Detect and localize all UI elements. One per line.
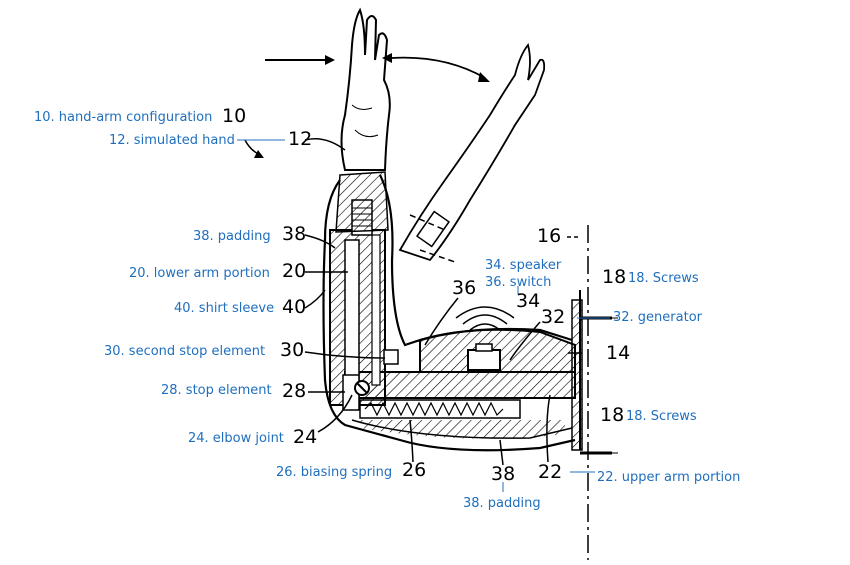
- numeral-34: 34: [516, 290, 541, 312]
- speaker-waves: [455, 306, 515, 331]
- label-lower-arm-portion: 20. lower arm portion: [129, 266, 270, 281]
- numeral-38-bottom: 38: [491, 463, 516, 485]
- numeral-36: 36: [452, 277, 477, 299]
- label-elbow-joint: 24. elbow joint: [188, 431, 284, 446]
- label-hand-arm-configuration: 10. hand-arm configuration: [34, 110, 213, 125]
- numeral-12: 12: [288, 128, 313, 150]
- sleeve-inner: [379, 174, 573, 347]
- label-generator: 32. generator: [613, 310, 703, 325]
- label-shirt-sleeve: 40. shirt sleeve: [174, 301, 275, 316]
- tilted-wrist-block: [415, 210, 451, 248]
- numeral-16: 16: [537, 225, 562, 247]
- hand-tilted: [398, 43, 546, 262]
- shirt-sleeve-outline: [322, 179, 576, 452]
- numeral-30: 30: [280, 339, 305, 361]
- label-padding-top: 38. padding: [193, 229, 271, 244]
- lower-arm-bar-right: [371, 234, 381, 386]
- hand-vertical: [340, 7, 391, 171]
- tilted-arm-dashed: [409, 214, 456, 263]
- numeral-22: 22: [538, 461, 563, 483]
- label-simulated-hand: 12. simulated hand: [109, 133, 235, 148]
- cuff: [335, 171, 389, 233]
- padding-bottom-fill: [360, 420, 565, 439]
- swing-arrow: [391, 56, 486, 79]
- numeral-10: 10: [222, 105, 247, 127]
- label-speaker: 34. speaker: [485, 258, 562, 273]
- numeral-32: 32: [541, 306, 566, 328]
- numeral-20: 20: [282, 260, 307, 282]
- switch-block: [467, 349, 501, 371]
- label-upper-arm-portion: 22. upper arm portion: [597, 470, 741, 485]
- numeral-38-top: 38: [282, 223, 307, 245]
- label-biasing-spring: 26. biasing spring: [276, 465, 393, 480]
- spring-coil: [364, 401, 504, 417]
- label-screws-bottom: 18. Screws: [626, 409, 697, 424]
- numeral-28: 28: [282, 380, 307, 402]
- numeral-18-top: 18: [602, 266, 627, 288]
- label-second-stop-element: 30. second stop element: [104, 344, 266, 359]
- numeral-26: 26: [402, 459, 427, 481]
- numeral-24: 24: [293, 426, 318, 448]
- label-padding-bottom: 38. padding: [463, 496, 541, 511]
- numeral-14: 14: [606, 342, 631, 364]
- switch-cap: [475, 343, 493, 352]
- label-stop-element: 28. stop element: [161, 383, 272, 398]
- label-screws-top: 18. Screws: [628, 271, 699, 286]
- second-stop: [383, 349, 399, 365]
- label-switch: 36. switch: [485, 275, 552, 290]
- numeral-18-bottom: 18: [600, 404, 625, 426]
- numeral-40: 40: [282, 296, 307, 318]
